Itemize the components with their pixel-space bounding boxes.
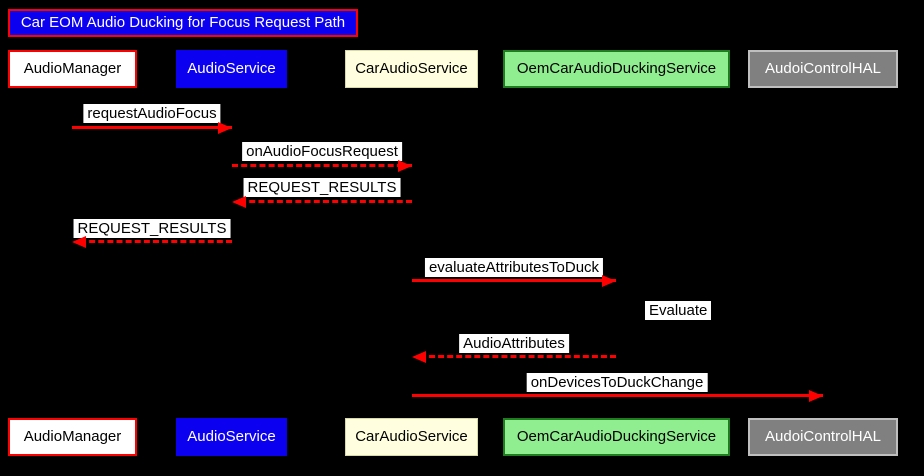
message-label: AudioAttributes	[459, 334, 569, 353]
participant-audoicontrolhal-bottom: AudoiControlHAL	[748, 418, 898, 456]
lifeline-audoicontrolhal	[823, 88, 824, 418]
arrowhead-right-icon	[809, 390, 823, 402]
lifeline-oemcaraudioduckingservice	[616, 88, 617, 418]
arrow-line-dashed	[420, 355, 616, 358]
arrow-line	[412, 394, 823, 397]
arrow-line	[72, 126, 232, 129]
message-label: REQUEST_RESULTS	[243, 178, 401, 197]
arrow-line-dashed	[240, 200, 412, 203]
arrow-line	[412, 279, 616, 282]
arrow-line-dashed	[80, 240, 232, 243]
lifeline-audioservice	[231, 88, 232, 418]
participant-audoicontrolhal-top: AudoiControlHAL	[748, 50, 898, 88]
message-label: REQUEST_RESULTS	[73, 219, 231, 238]
message-label: Evaluate	[645, 301, 712, 320]
participant-audioservice-bottom: AudioService	[176, 418, 287, 456]
message-label: onAudioFocusRequest	[242, 142, 402, 161]
diagram-title: Car EOM Audio Ducking for Focus Request …	[8, 9, 358, 37]
participant-audiomanager-top: AudioManager	[8, 50, 137, 88]
arrowhead-right-icon	[218, 122, 232, 134]
arrowhead-right-icon	[602, 275, 616, 287]
lifeline-audiomanager	[72, 88, 73, 418]
participant-oemcaraudioduckingservice-bottom: OemCarAudioDuckingService	[503, 418, 730, 456]
participant-audiomanager-bottom: AudioManager	[8, 418, 137, 456]
message-label: requestAudioFocus	[83, 104, 221, 123]
message-label: onDevicesToDuckChange	[526, 373, 708, 392]
participant-caraudioservice-top: CarAudioService	[345, 50, 478, 88]
participant-oemcaraudioduckingservice-top: OemCarAudioDuckingService	[503, 50, 730, 88]
arrowhead-right-icon	[398, 160, 412, 172]
arrowhead-left-icon	[412, 351, 426, 363]
arrowhead-left-icon	[72, 236, 86, 248]
arrow-line-dashed	[232, 164, 412, 167]
lifeline-caraudioservice	[411, 88, 412, 418]
message-label: evaluateAttributesToDuck	[424, 258, 604, 277]
arrowhead-left-icon	[232, 196, 246, 208]
participant-audioservice-top: AudioService	[176, 50, 287, 88]
participant-caraudioservice-bottom: CarAudioService	[345, 418, 478, 456]
